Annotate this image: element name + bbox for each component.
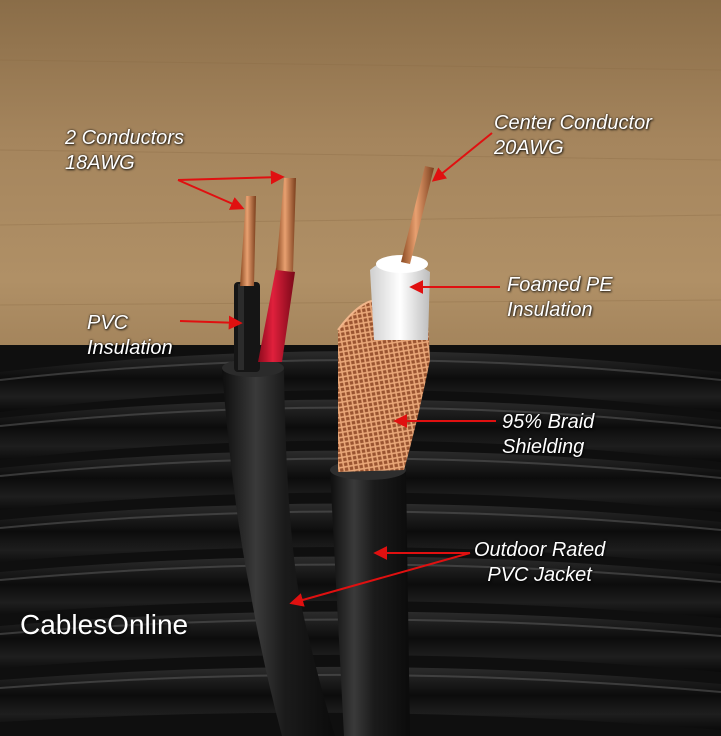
label-pvc-insulation-line1: PVC <box>87 312 129 334</box>
arrow-center-conductor <box>431 132 493 182</box>
arrow-jacket-pair <box>289 552 471 607</box>
label-center-conductor: Center Conductor 20AWG <box>494 111 652 161</box>
arrow-two-conductors-b <box>177 170 285 185</box>
callout-arrows <box>177 132 500 607</box>
label-pvc-jacket: Outdoor Rated PVC Jacket <box>474 538 605 588</box>
label-two-conductors-line1: 2 Conductors <box>65 127 184 149</box>
label-center-conductor-line2: 20AWG <box>494 137 564 159</box>
label-braid-shielding: 95% Braid Shielding <box>502 410 594 460</box>
label-foamed-pe: Foamed PE Insulation <box>507 273 613 323</box>
label-jacket-line1: Outdoor Rated <box>474 539 606 561</box>
cardboard-flutes <box>0 59 721 306</box>
brand-watermark: CablesOnline <box>20 609 189 640</box>
label-braid-line2: Shielding <box>502 436 585 458</box>
coax-cable <box>330 166 434 736</box>
arrow-two-conductors-a <box>177 179 245 210</box>
label-two-conductors: 2 Conductors 18AWG <box>65 126 184 176</box>
power-pair-cable <box>222 178 335 736</box>
label-braid-line1: 95% Braid <box>502 411 595 433</box>
label-pvc-insulation-line2: Insulation <box>87 337 173 359</box>
label-center-conductor-line1: Center Conductor <box>494 112 652 134</box>
arrow-pvc-insulation <box>179 315 243 330</box>
label-two-conductors-line2: 18AWG <box>65 152 135 174</box>
label-foamed-pe-line1: Foamed PE <box>507 274 613 296</box>
label-pvc-insulation: PVC Insulation <box>87 311 173 361</box>
label-jacket-line2: PVC Jacket <box>487 564 592 586</box>
label-foamed-pe-line2: Insulation <box>507 299 593 321</box>
